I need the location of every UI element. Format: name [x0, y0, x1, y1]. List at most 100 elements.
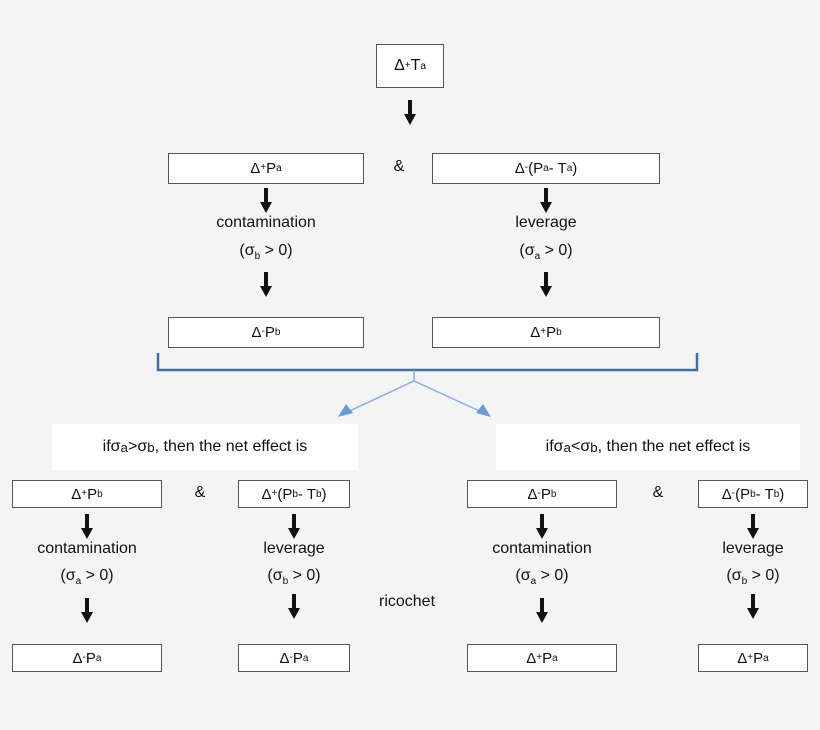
subscript: a	[552, 652, 558, 664]
subscript: b	[556, 327, 562, 338]
subscript: a	[75, 576, 82, 588]
subscript: a	[120, 439, 128, 455]
subscript: b	[292, 488, 298, 500]
condition-sigma-b: (σb > 0)	[726, 567, 780, 588]
sign-sup: +	[260, 162, 267, 173]
sigma-symbol: σ	[272, 567, 283, 584]
ampersand: &	[652, 484, 664, 501]
expr-mid: - T	[548, 160, 567, 177]
delta-symbol: Δ	[261, 485, 272, 503]
cond-rest: > 0)	[747, 567, 780, 584]
sign-sup: -	[82, 651, 86, 663]
cond-op: >	[127, 438, 138, 455]
cond-post: , then the net effect is	[597, 438, 751, 455]
down-arrow-icon	[260, 188, 272, 213]
sigma-symbol: σ	[731, 567, 742, 584]
sign-sup: -	[261, 326, 265, 337]
sigma-symbol: σ	[580, 438, 591, 455]
delta-symbol: Δ	[527, 485, 538, 503]
subscript: b	[147, 439, 155, 455]
expr-mid: - T	[755, 485, 774, 503]
variable: P	[87, 485, 98, 503]
delta-symbol: Δ	[737, 649, 748, 667]
delta-symbol: Δ	[279, 649, 290, 667]
sigma-symbol: σ	[524, 242, 535, 259]
label-ricochet: ricochet	[378, 593, 436, 610]
subscript: a	[420, 60, 426, 72]
subscript: b	[282, 576, 289, 588]
condition-sigma-b: (σb > 0)	[267, 567, 321, 588]
delta-symbol: Δ	[251, 324, 262, 341]
variable: P	[542, 649, 553, 667]
subscript: a	[563, 439, 571, 455]
subscript: b	[274, 327, 281, 338]
expr-open: (P	[277, 485, 293, 503]
down-arrow-icon	[288, 514, 300, 539]
variable: P	[753, 649, 764, 667]
variable: T	[410, 57, 421, 74]
delta-symbol: Δ	[71, 485, 82, 503]
cond-rest: > 0)	[540, 242, 573, 259]
subscript: b	[741, 576, 748, 588]
ampersand: &	[194, 484, 206, 501]
down-arrow-icon	[260, 272, 272, 297]
expr-open: (P	[528, 160, 544, 177]
split-arrowhead-left	[338, 404, 353, 417]
sigma-symbol: σ	[553, 438, 564, 455]
delta-symbol: Δ	[250, 160, 261, 177]
delta-symbol: Δ	[526, 649, 537, 667]
subscript: b	[590, 439, 598, 455]
delta-symbol: Δ	[721, 485, 732, 503]
variable: P	[292, 649, 303, 667]
down-arrow-icon	[747, 514, 759, 539]
down-arrow-icon	[404, 100, 416, 125]
sign-sup: -	[524, 162, 529, 173]
subscript: a	[95, 652, 102, 664]
condition-sigma-a: (σa > 0)	[60, 567, 114, 588]
cond-post: , then the net effect is	[154, 438, 308, 455]
expr-close: )	[779, 485, 785, 503]
down-arrow-icon	[288, 594, 300, 619]
sign-sup: +	[536, 651, 543, 663]
sigma-symbol: σ	[137, 438, 148, 455]
subscript: b	[773, 488, 780, 500]
cond-rest: > 0)	[260, 242, 293, 259]
sigma-symbol: σ	[244, 242, 255, 259]
cond-rest: > 0)	[81, 567, 114, 584]
delta-symbol: Δ	[530, 324, 541, 341]
ampersand: &	[393, 158, 405, 175]
variable: P	[540, 485, 551, 503]
subscript: a	[530, 576, 537, 588]
delta-symbol: Δ	[72, 649, 83, 667]
down-arrow-icon	[81, 514, 93, 539]
paren: (	[519, 242, 525, 259]
sign-sup: +	[271, 487, 278, 499]
subscript: b	[254, 251, 261, 263]
sign-sup: -	[731, 487, 736, 499]
subscript: a	[763, 652, 769, 664]
cond-rest: > 0)	[288, 567, 321, 584]
sign-sup: +	[747, 651, 754, 663]
cond-pre: if	[545, 438, 554, 455]
expr-open: (P	[735, 485, 751, 503]
expr-close: )	[572, 160, 578, 177]
subscript: b	[315, 488, 322, 500]
condition-sigma-a: (σa > 0)	[486, 242, 606, 262]
variable: P	[85, 649, 96, 667]
subscript: a	[302, 652, 309, 664]
sigma-symbol: σ	[110, 438, 121, 455]
sigma-symbol: σ	[65, 567, 76, 584]
condition-sigma-a: (σa > 0)	[515, 567, 569, 588]
expr-close: )	[321, 485, 327, 503]
